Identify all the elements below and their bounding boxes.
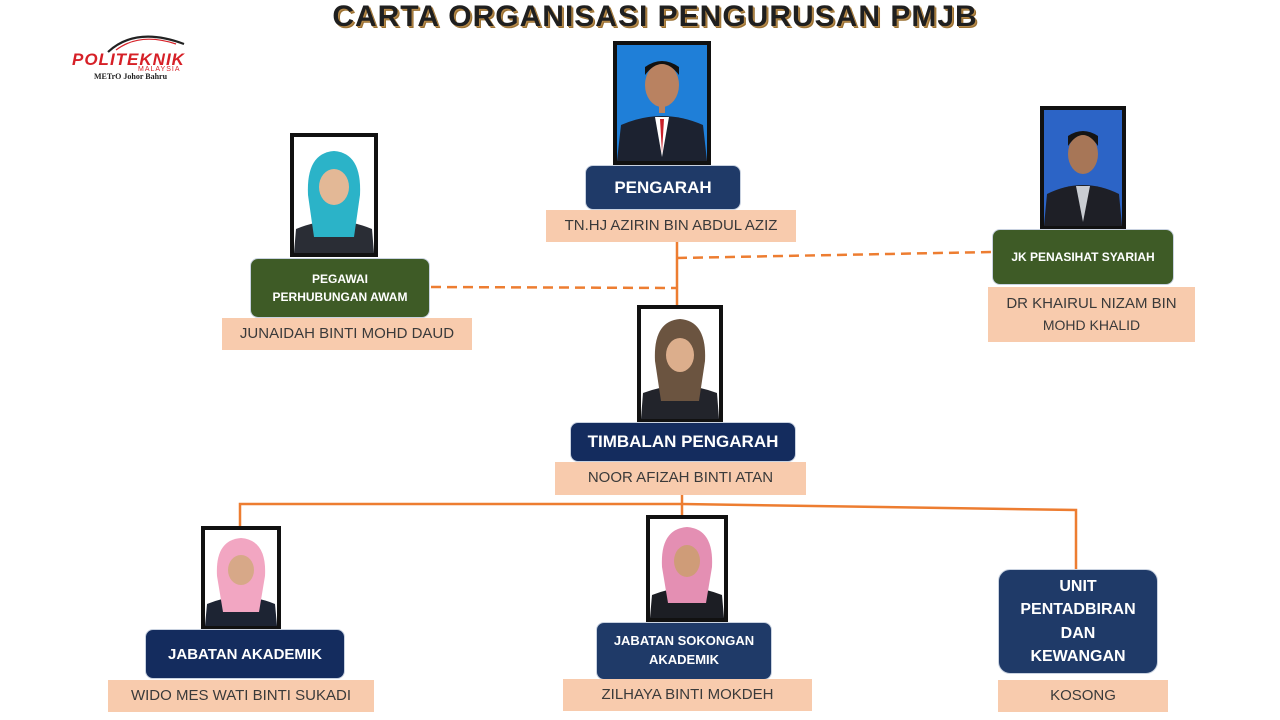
jk-penasihat-photo bbox=[1040, 106, 1126, 230]
pegawai-perhubungan-role-box: PEGAWAI PERHUBUNGAN AWAM bbox=[250, 258, 430, 318]
connector-penasihat-dashed bbox=[676, 250, 993, 260]
jabatan-sokongan-role-box: JABATAN SOKONGAN AKADEMIK bbox=[596, 622, 772, 680]
portrait-woman-hijab-icon bbox=[205, 530, 277, 626]
logo-wordmark: POLITEKNIK bbox=[72, 50, 185, 69]
pegawai-perhubungan-name: JUNAIDAH BINTI MOHD DAUD bbox=[239, 324, 455, 342]
jk-penasihat-role-box: JK PENASIHAT SYARIAH bbox=[992, 229, 1174, 285]
logo-campus: METrO Johor Bahru bbox=[94, 72, 168, 81]
portrait-woman-hijab-icon bbox=[294, 137, 374, 253]
pegawai-perhubungan-name-box: JUNAIDAH BINTI MOHD DAUD bbox=[222, 318, 472, 350]
timbalan-pengarah-photo bbox=[637, 305, 723, 423]
chart-title: CARTA ORGANISASI PENGURUSAN PMJB bbox=[332, 0, 978, 33]
pegawai-perhubungan-photo bbox=[290, 133, 378, 257]
pengarah-role: PENGARAH bbox=[614, 177, 712, 197]
jabatan-akademik-role-box: JABATAN AKADEMIK bbox=[145, 629, 345, 679]
connector-perhubungan-dashed bbox=[430, 285, 678, 290]
portrait-woman-hijab-icon bbox=[650, 519, 724, 618]
connector-branch-bar bbox=[238, 502, 1078, 570]
pengarah-name-box: TN.HJ AZIRIN BIN ABDUL AZIZ bbox=[546, 210, 796, 242]
logo-swoosh-icon bbox=[107, 35, 185, 53]
pengarah-name: TN.HJ AZIRIN BIN ABDUL AZIZ bbox=[564, 216, 778, 234]
jk-penasihat-name-box: DR KHAIRUL NIZAM BIN MOHD KHALID bbox=[988, 287, 1195, 342]
portrait-man-icon bbox=[1044, 110, 1122, 226]
logo-subtitle: MALAYSIA bbox=[138, 66, 181, 73]
jk-penasihat-name-line2: MOHD KHALID bbox=[1042, 317, 1141, 334]
jabatan-sokongan-name: ZILHAYA BINTI MOKDEH bbox=[601, 685, 774, 703]
timbalan-pengarah-role: TIMBALAN PENGARAH bbox=[587, 432, 779, 451]
jk-penasihat-role: JK PENASIHAT SYARIAH bbox=[1011, 250, 1155, 264]
jabatan-sokongan-role-line2: AKADEMIK bbox=[648, 652, 720, 667]
pengarah-role-box: PENGARAH bbox=[585, 165, 741, 210]
timbalan-pengarah-name-box: NOOR AFIZAH BINTI ATAN bbox=[555, 462, 806, 495]
unit-pentadbiran-role-line2: PENTADBIRAN bbox=[1020, 601, 1136, 619]
timbalan-pengarah-role-box: TIMBALAN PENGARAH bbox=[570, 422, 796, 462]
portrait-man-icon bbox=[617, 45, 707, 161]
pegawai-perhubungan-role-line1: PEGAWAI bbox=[311, 272, 368, 286]
portrait-woman-hijab-icon bbox=[641, 309, 719, 419]
jabatan-sokongan-name-box: ZILHAYA BINTI MOKDEH bbox=[563, 679, 812, 711]
pegawai-perhubungan-role-line2: PERHUBUNGAN AWAM bbox=[272, 290, 408, 304]
jabatan-akademik-name: WIDO MES WATI BINTI SUKADI bbox=[130, 686, 351, 704]
unit-pentadbiran-role-box: UNIT PENTADBIRAN DAN KEWANGAN bbox=[998, 569, 1158, 674]
jabatan-sokongan-role-line1: JABATAN SOKONGAN bbox=[613, 633, 755, 649]
unit-pentadbiran-name: KOSONG bbox=[1050, 686, 1116, 704]
jabatan-sokongan-photo bbox=[646, 515, 728, 622]
unit-pentadbiran-role-line4: KEWANGAN bbox=[1030, 647, 1126, 665]
timbalan-pengarah-name: NOOR AFIZAH BINTI ATAN bbox=[587, 469, 774, 487]
unit-pentadbiran-role-line1: UNIT bbox=[1059, 578, 1097, 596]
jk-penasihat-name-line1: DR KHAIRUL NIZAM BIN bbox=[1006, 294, 1177, 312]
politeknik-logo: POLITEKNIK MALAYSIA METrO Johor Bahru bbox=[66, 30, 206, 86]
unit-pentadbiran-name-box: KOSONG bbox=[998, 680, 1168, 712]
unit-pentadbiran-role-line3: DAN bbox=[1060, 624, 1096, 642]
jabatan-akademik-role: JABATAN AKADEMIK bbox=[168, 645, 322, 663]
jabatan-akademik-name-box: WIDO MES WATI BINTI SUKADI bbox=[108, 680, 374, 712]
jabatan-akademik-photo bbox=[201, 526, 281, 630]
pengarah-photo bbox=[613, 41, 711, 165]
